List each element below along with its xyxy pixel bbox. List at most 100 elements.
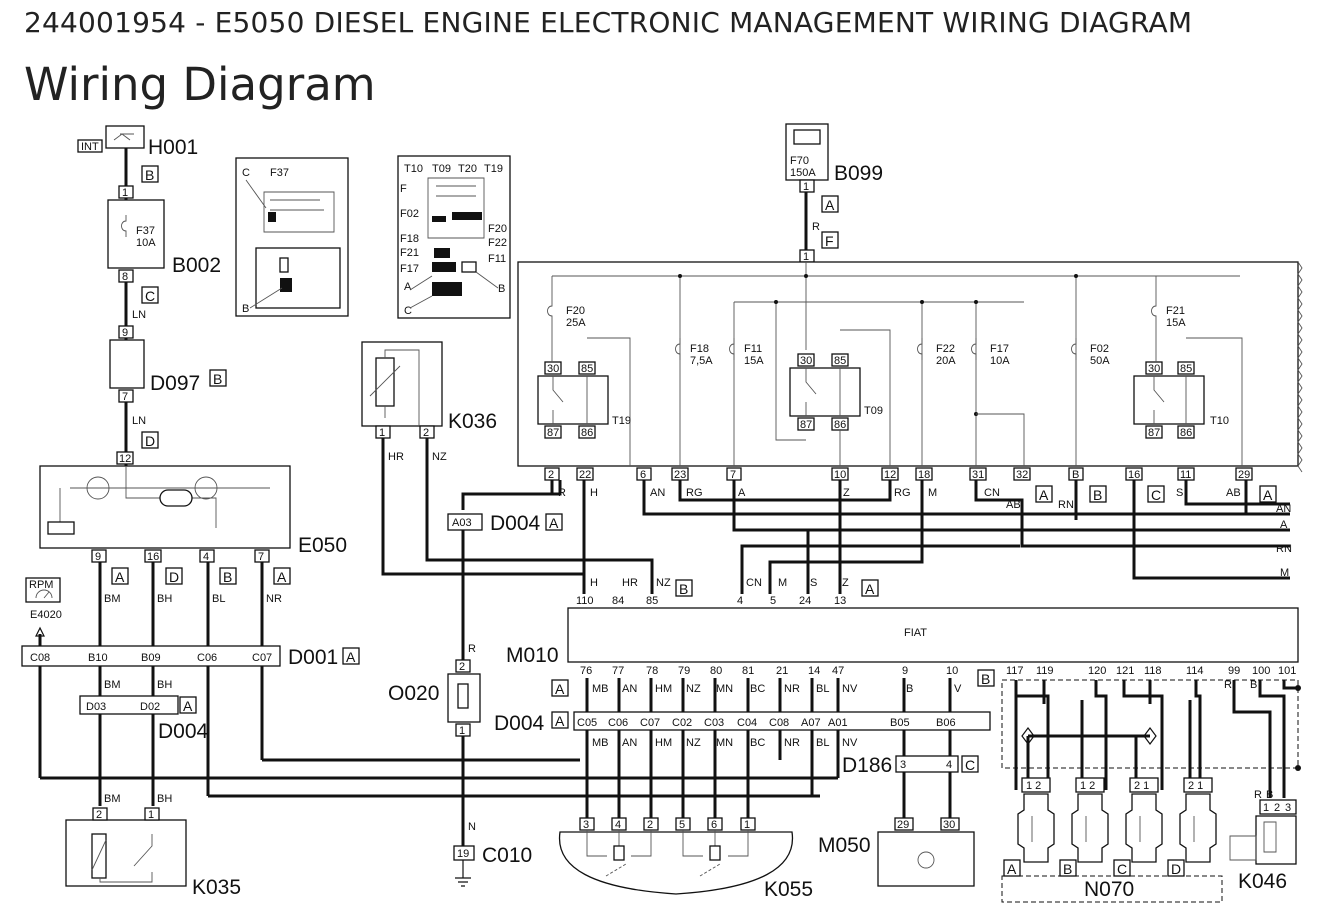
svg-text:1: 1 <box>1263 802 1269 814</box>
svg-text:C07: C07 <box>252 652 272 664</box>
svg-text:7: 7 <box>258 551 264 563</box>
m050-motor: 29 30 M050 <box>818 817 975 887</box>
svg-text:T19: T19 <box>612 415 631 427</box>
svg-text:19: 19 <box>457 848 469 860</box>
svg-text:118: 118 <box>1144 665 1162 677</box>
svg-text:9: 9 <box>902 665 908 677</box>
svg-text:C05: C05 <box>577 717 597 729</box>
svg-text:C04: C04 <box>737 717 757 729</box>
k035-label: K035 <box>192 876 241 899</box>
k036-sensor: 1 2 K036 <box>361 341 497 439</box>
svg-text:F37: F37 <box>270 167 289 179</box>
svg-text:R: R <box>558 487 566 499</box>
svg-text:RG: RG <box>686 487 703 499</box>
svg-text:D02: D02 <box>140 701 160 713</box>
svg-text:86: 86 <box>834 419 846 431</box>
svg-text:C02: C02 <box>672 717 692 729</box>
svg-text:A: A <box>555 681 565 697</box>
svg-text:1: 1 <box>459 725 465 737</box>
svg-text:C: C <box>1151 487 1161 503</box>
svg-text:B: B <box>906 683 913 695</box>
svg-text:11: 11 <box>1180 469 1191 481</box>
fuse-f37-name: F37 <box>136 225 155 237</box>
svg-text:M: M <box>778 577 787 589</box>
svg-text:9: 9 <box>95 551 101 563</box>
d004-connector-right: D004 A C05 C06 C07 C02 C03 C04 C08 A07 A… <box>494 711 991 735</box>
svg-text:16: 16 <box>147 551 159 563</box>
svg-text:BC: BC <box>750 737 765 749</box>
svg-text:12: 12 <box>119 453 131 465</box>
svg-text:NR: NR <box>784 683 800 695</box>
svg-text:120: 120 <box>1088 665 1106 677</box>
b002-label: B002 <box>172 254 221 277</box>
e4020-label: E4020 <box>30 609 62 621</box>
svg-text:1: 1 <box>379 427 385 439</box>
svg-text:T09: T09 <box>864 405 883 417</box>
ecu-watermark: FIAT <box>904 627 927 639</box>
svg-text:80: 80 <box>710 665 722 677</box>
svg-text:M: M <box>1280 567 1289 579</box>
e050-instrument-cluster: E050 <box>39 465 347 557</box>
conn-letter: B <box>145 167 154 183</box>
m010-label: M010 <box>506 644 559 667</box>
svg-text:MB: MB <box>592 737 609 749</box>
svg-text:A01: A01 <box>828 717 848 729</box>
svg-text:F17: F17 <box>990 343 1009 355</box>
svg-text:A: A <box>825 197 835 213</box>
svg-text:C08: C08 <box>769 717 789 729</box>
svg-text:31: 31 <box>972 469 984 481</box>
b099-main-fuse: F70 150A B099 1 <box>785 123 883 193</box>
svg-text:B: B <box>223 569 232 585</box>
svg-text:121: 121 <box>1116 665 1134 677</box>
svg-text:BM: BM <box>104 593 121 605</box>
conn-letter-box <box>141 165 159 183</box>
svg-text:A: A <box>738 487 746 499</box>
svg-text:H: H <box>590 487 598 499</box>
svg-text:MN: MN <box>716 737 733 749</box>
svg-text:BL: BL <box>816 683 829 695</box>
svg-text:F02: F02 <box>400 208 419 220</box>
svg-text:12: 12 <box>884 469 896 481</box>
d001-connector: C08 B10 B09 C06 C07 D001 A <box>21 645 360 669</box>
n070-injectors: 1 2 1 2 2 1 2 1 A B C D N070 <box>1001 777 1223 903</box>
svg-text:F: F <box>400 183 407 195</box>
svg-text:C: C <box>1117 861 1127 877</box>
svg-text:R: R <box>812 221 820 233</box>
svg-text:77: 77 <box>612 665 624 677</box>
svg-text:M: M <box>928 487 937 499</box>
svg-text:85: 85 <box>834 355 846 367</box>
k036-label: K036 <box>448 410 497 433</box>
svg-text:1: 1 <box>744 819 750 831</box>
n070-label: N070 <box>1084 878 1134 901</box>
svg-text:A: A <box>549 515 559 531</box>
o020-fuse: 2 1 O020 <box>388 659 481 737</box>
svg-text:NR: NR <box>784 737 800 749</box>
svg-text:23: 23 <box>674 469 686 481</box>
svg-text:B10: B10 <box>88 652 108 664</box>
svg-text:B09: B09 <box>141 652 161 664</box>
svg-text:29: 29 <box>1238 469 1250 481</box>
svg-text:B: B <box>1093 487 1102 503</box>
svg-text:24: 24 <box>799 595 811 607</box>
k046-sensor: 1 2 3 K046 <box>1229 799 1297 893</box>
m010-ecu: FIAT M010 110 84 85 4 5 24 13 76 77 78 7… <box>506 595 1299 687</box>
svg-text:B: B <box>981 671 990 687</box>
svg-text:32: 32 <box>1016 469 1028 481</box>
k055-pedal-sensor: 3 4 2 5 6 1 K055 <box>558 817 813 901</box>
svg-text:114: 114 <box>1186 665 1204 677</box>
svg-text:87: 87 <box>547 427 559 439</box>
svg-text:C08: C08 <box>30 652 50 664</box>
svg-text:F22: F22 <box>488 237 507 249</box>
svg-text:7: 7 <box>122 391 128 403</box>
m050-label: M050 <box>818 834 871 857</box>
svg-text:30: 30 <box>800 355 812 367</box>
svg-text:Z: Z <box>842 577 849 589</box>
svg-text:2 1: 2 1 <box>1134 780 1149 792</box>
svg-text:25A: 25A <box>566 317 586 329</box>
svg-text:15A: 15A <box>744 355 764 367</box>
svg-text:13: 13 <box>834 595 846 607</box>
h001-label: H001 <box>148 136 198 159</box>
svg-text:3: 3 <box>1285 802 1291 814</box>
